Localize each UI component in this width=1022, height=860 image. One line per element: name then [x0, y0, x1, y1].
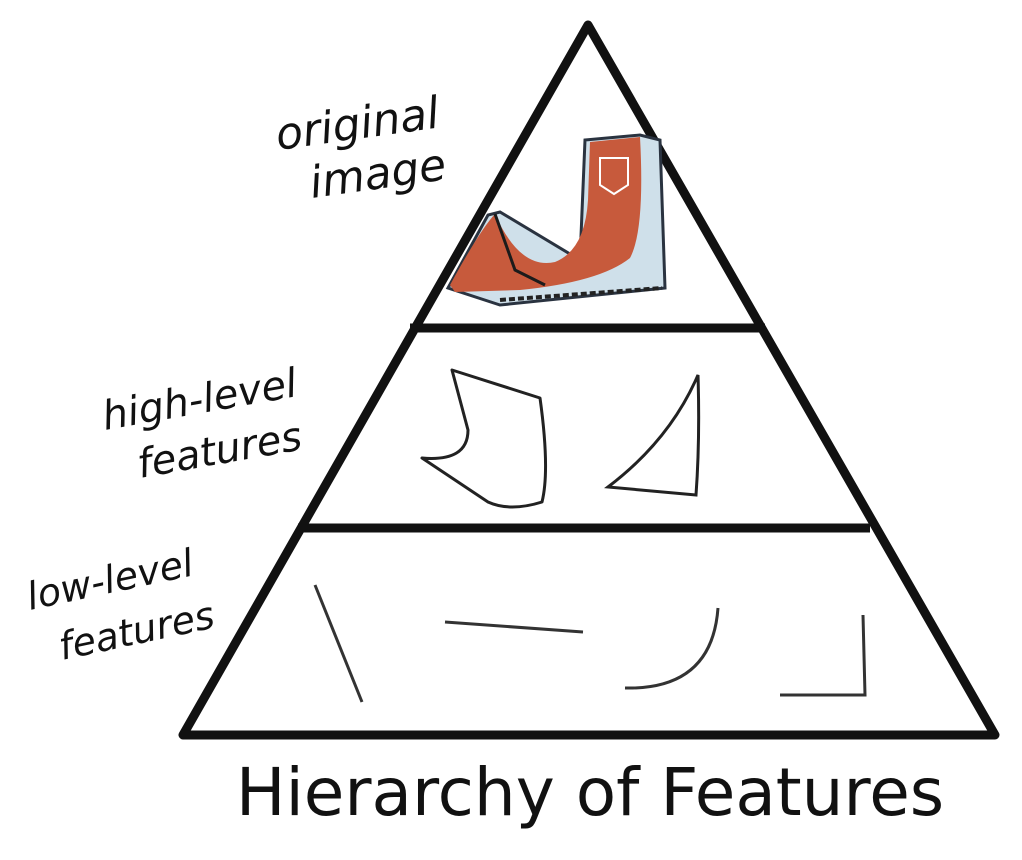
high-level-shape-triangle — [604, 374, 701, 497]
low-level-diagonal-line — [313, 584, 364, 703]
ramp-logo-shield — [599, 157, 629, 196]
diagram-title: Hierarchy of Features — [236, 754, 944, 831]
low-level-corner — [780, 614, 867, 697]
ramp-image — [445, 133, 667, 307]
low-level-horizontal-line — [444, 620, 584, 634]
low-level-curve — [624, 607, 720, 690]
high-level-shape-ramp — [420, 368, 548, 509]
pyramid-outline — [178, 20, 1000, 740]
